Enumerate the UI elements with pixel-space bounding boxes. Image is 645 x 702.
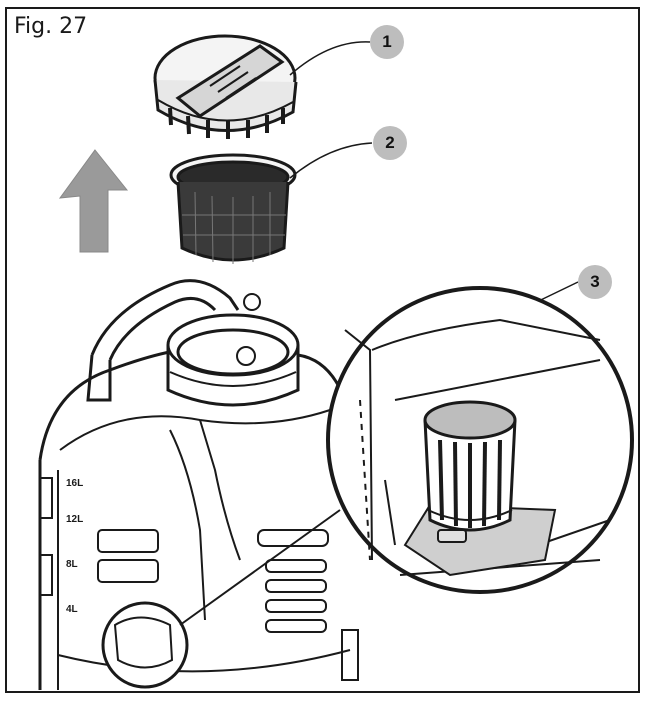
tank-cap bbox=[153, 34, 298, 139]
strainer-basket bbox=[169, 153, 297, 264]
zoom-detail bbox=[326, 286, 634, 594]
scale-mark-12: 12L bbox=[66, 514, 83, 525]
tank-scale: 16L 12L 8L 4L bbox=[66, 478, 83, 615]
callout-1: 1 bbox=[370, 25, 404, 59]
figure-frame bbox=[5, 7, 640, 693]
scale-mark-4: 4L bbox=[66, 604, 78, 615]
inlet-filter bbox=[403, 400, 557, 577]
callout-2: 2 bbox=[373, 126, 407, 160]
scale-mark-8: 8L bbox=[66, 559, 78, 570]
scale-mark-16: 16L bbox=[66, 478, 83, 489]
detail-source-circle bbox=[101, 601, 189, 689]
lift-arrow bbox=[58, 149, 129, 253]
figure-label: Fig. 27 bbox=[14, 14, 88, 39]
tank-body bbox=[38, 279, 359, 690]
callout-3: 3 bbox=[578, 265, 612, 299]
